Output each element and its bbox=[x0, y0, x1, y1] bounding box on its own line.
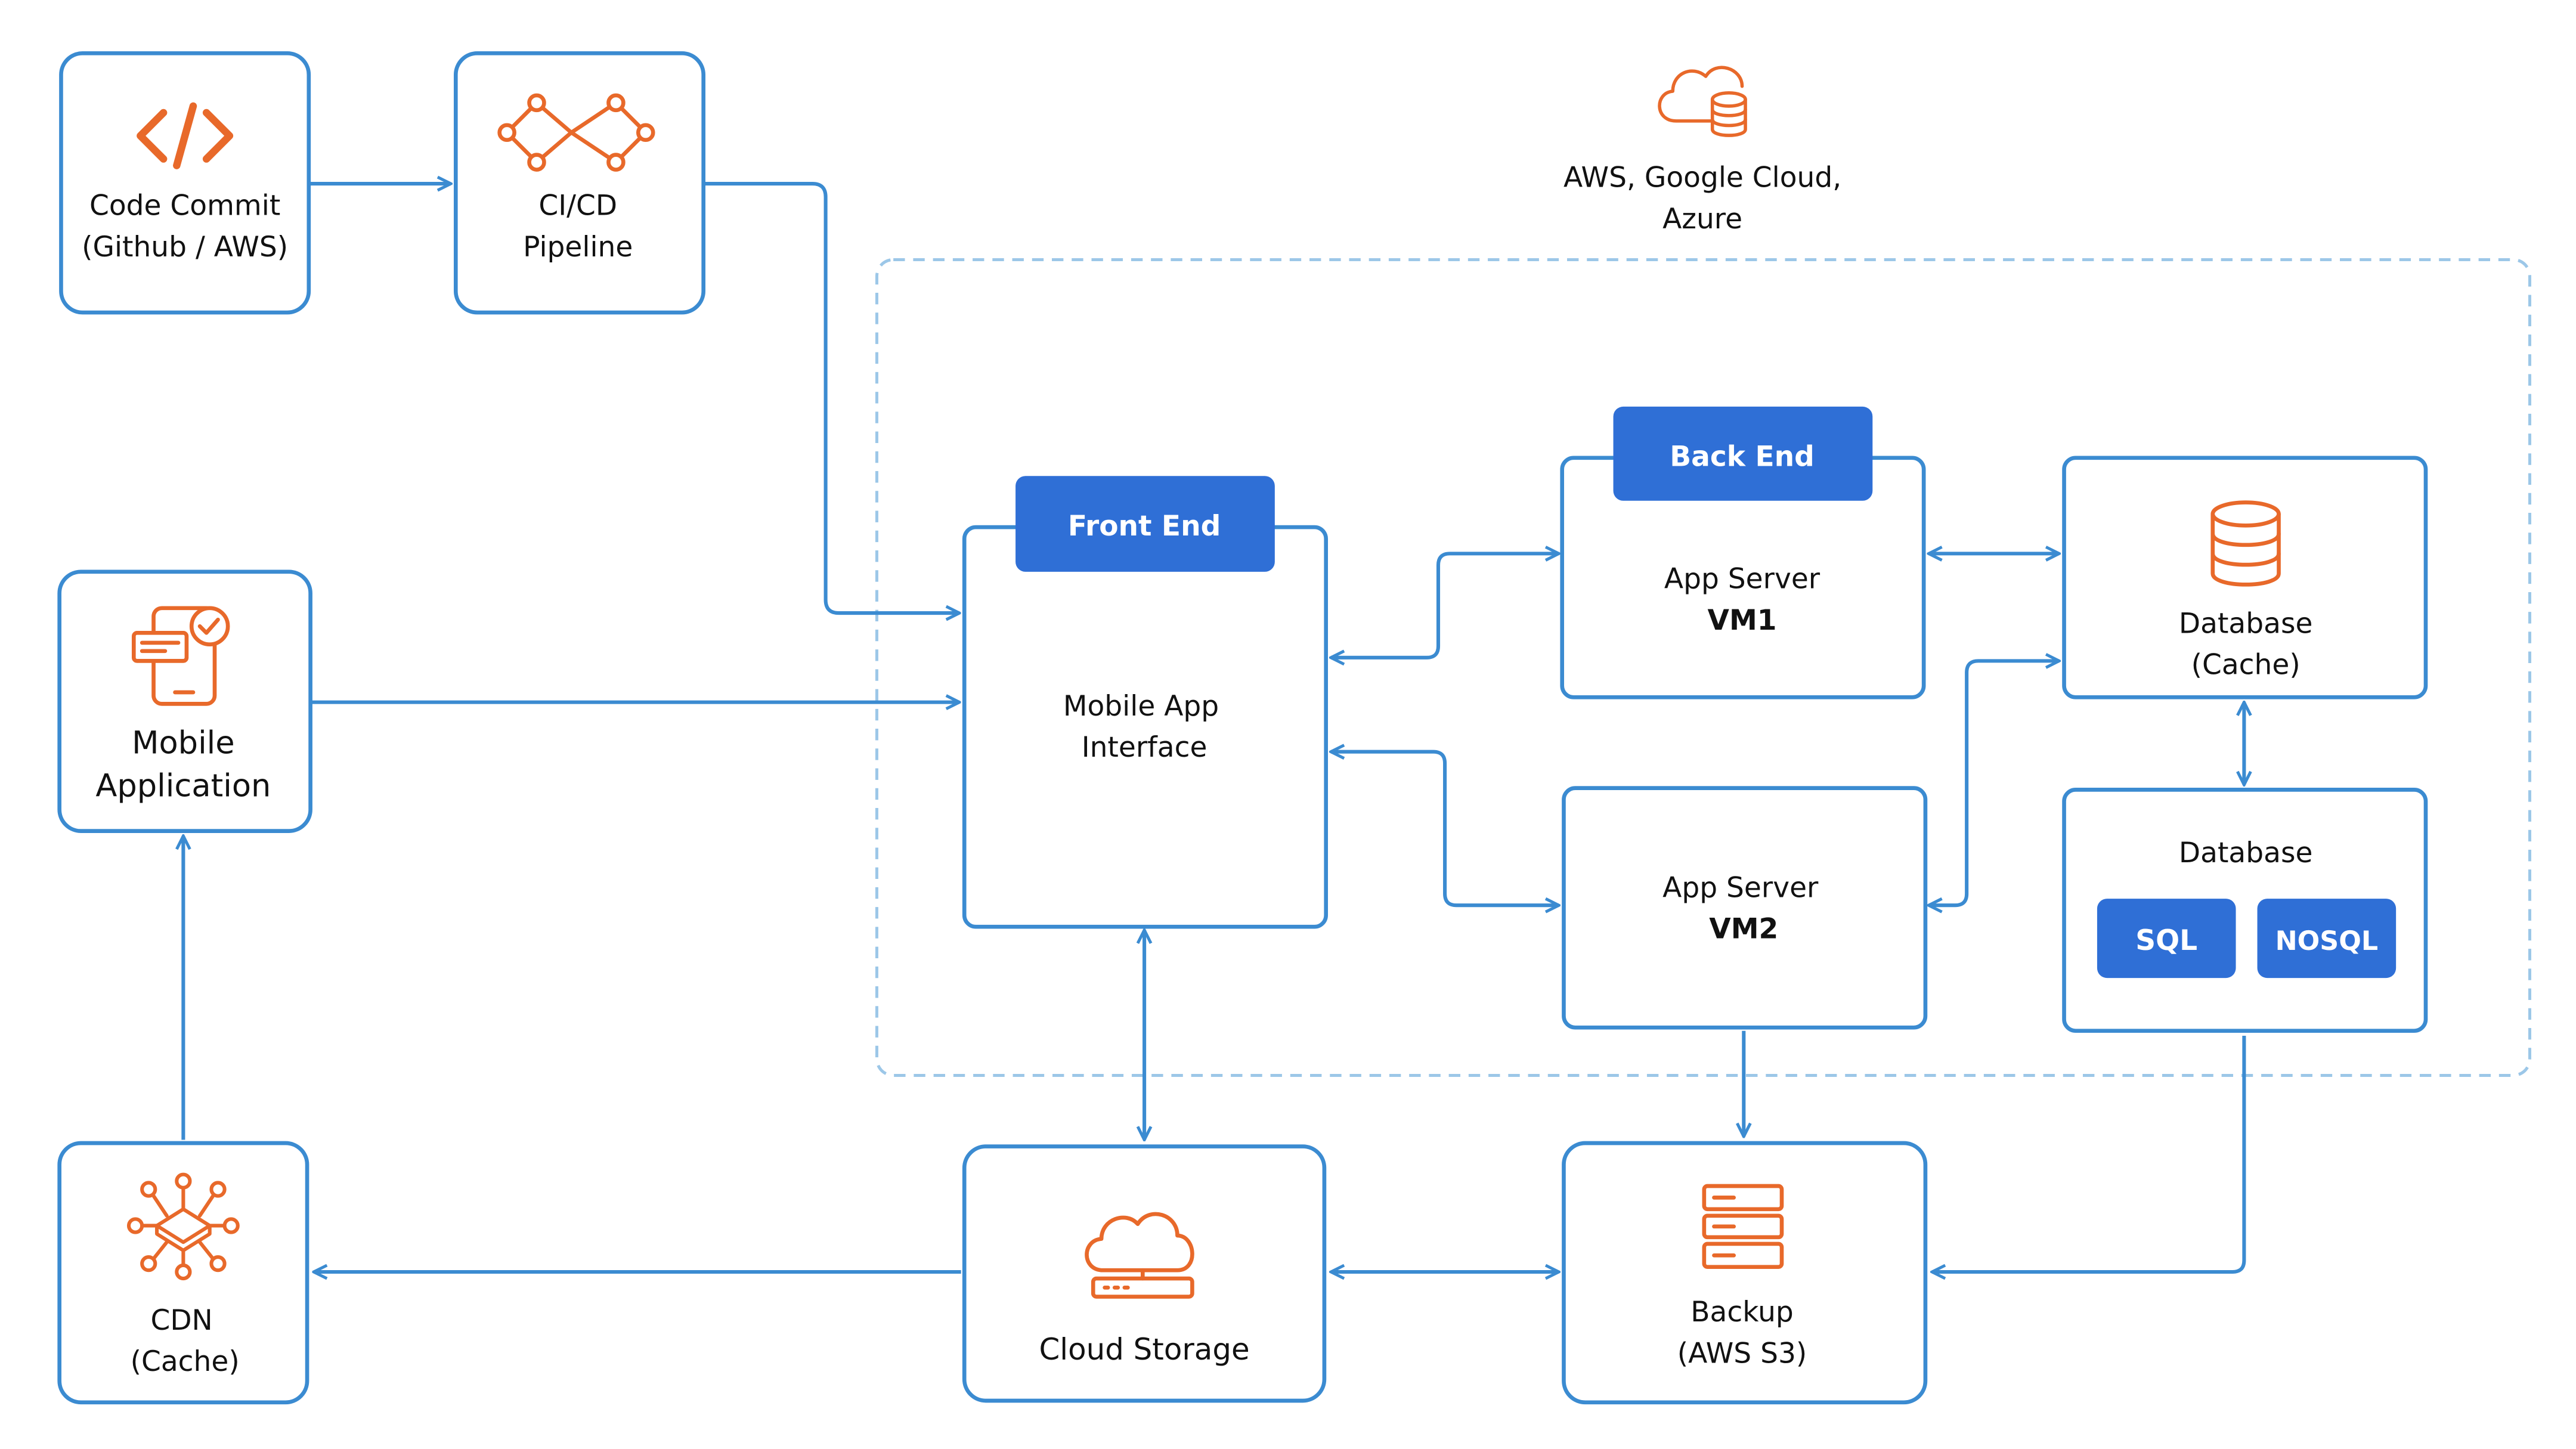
cdn-label-line1: CDN bbox=[150, 1304, 212, 1337]
cloud-provider-label-line1: AWS, Google Cloud, bbox=[1563, 162, 1841, 194]
frontend-label-line1: Mobile App bbox=[1063, 690, 1219, 723]
arrow-cicd-to-frontend bbox=[703, 182, 959, 613]
cloud-provider-label-line2: Azure bbox=[1662, 203, 1742, 236]
arrow-frontend-vm1 bbox=[1331, 553, 1559, 657]
sql-badge-label: SQL bbox=[2135, 924, 2197, 957]
arrow-database-backup bbox=[1932, 1036, 2246, 1272]
backend-header bbox=[1613, 406, 1873, 501]
vm2-label-line2: VM2 bbox=[1709, 913, 1778, 946]
nosql-badge bbox=[2257, 899, 2397, 979]
cloud-database-icon bbox=[1658, 66, 1747, 137]
cdn-label-line2: (Cache) bbox=[131, 1345, 240, 1378]
code-icon bbox=[137, 102, 234, 169]
backup-label-line1: Backup bbox=[1690, 1296, 1794, 1329]
cicd-label-line2: Pipeline bbox=[523, 231, 633, 264]
node-database: Database SQL NOSQL bbox=[2062, 788, 2428, 1033]
connectors bbox=[183, 184, 2244, 1272]
node-frontend: Front End Mobile App Interface bbox=[962, 476, 1329, 929]
mobile-app-label-line2: Application bbox=[95, 767, 271, 804]
node-app-server-vm1: Back End App Server VM1 bbox=[1560, 406, 1926, 699]
node-code-commit: Code Commit (Github / AWS) bbox=[59, 51, 311, 315]
database-icon bbox=[2210, 500, 2281, 587]
vm1-label-line1: App Server bbox=[1664, 563, 1820, 596]
db-cache-label-line1: Database bbox=[2179, 607, 2313, 640]
backup-label-line2: (AWS S3) bbox=[1677, 1337, 1807, 1370]
node-mobile-application: Mobile Application bbox=[57, 569, 312, 833]
cicd-label-line1: CI/CD bbox=[538, 190, 617, 222]
server-rack-icon bbox=[1702, 1184, 1784, 1270]
sql-badge bbox=[2097, 899, 2236, 979]
arrow-vm2-dbcache bbox=[1928, 661, 2059, 905]
frontend-label-line2: Interface bbox=[1082, 731, 1208, 764]
db-cache-label-line2: (Cache) bbox=[2191, 649, 2301, 682]
backend-header-label: Back End bbox=[1670, 441, 1815, 473]
node-cloud-storage: Cloud Storage bbox=[962, 1144, 1327, 1403]
cdn-network-icon bbox=[126, 1172, 240, 1281]
frontend-header bbox=[1015, 476, 1275, 572]
nosql-badge-label: NOSQL bbox=[2275, 926, 2379, 956]
vm2-label-line1: App Server bbox=[1662, 871, 1819, 904]
node-backup: Backup (AWS S3) bbox=[1562, 1141, 1928, 1405]
pipeline-icon bbox=[497, 93, 655, 172]
arrow-frontend-vm2 bbox=[1331, 752, 1559, 906]
code-commit-label-line2: (Github / AWS) bbox=[82, 231, 288, 264]
code-commit-label-line1: Code Commit bbox=[89, 190, 280, 222]
cloud-storage-label: Cloud Storage bbox=[1039, 1332, 1250, 1367]
node-database-cache: Database (Cache) bbox=[2062, 456, 2428, 699]
frontend-header-label: Front End bbox=[1068, 510, 1221, 543]
mobile-app-label-line1: Mobile bbox=[132, 724, 235, 761]
node-cdn: CDN (Cache) bbox=[57, 1141, 309, 1405]
cloud-server-icon bbox=[1085, 1212, 1194, 1299]
vm1-label-line2: VM1 bbox=[1708, 604, 1777, 637]
node-app-server-vm2: App Server VM2 bbox=[1562, 786, 1928, 1030]
node-cicd-pipeline: CI/CD Pipeline bbox=[453, 51, 706, 315]
database-title: Database bbox=[2179, 837, 2313, 869]
mobile-app-icon bbox=[131, 606, 230, 706]
